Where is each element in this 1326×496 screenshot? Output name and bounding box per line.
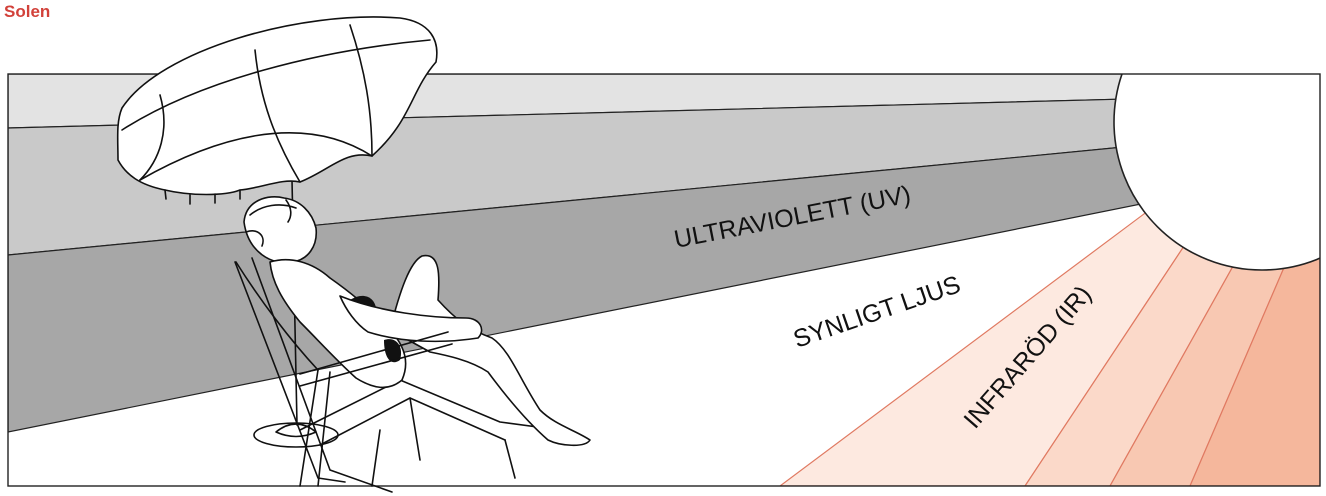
umbrella-canopy (116, 16, 438, 196)
sun-icon (1113, 74, 1320, 271)
sunbather-arm (339, 295, 483, 343)
sunbather-illustration (116, 16, 591, 493)
sunbather-torso (269, 258, 407, 389)
scene-frame (7, 73, 1321, 487)
sunbather-legs (389, 254, 591, 447)
visible-light-label: SYNLIGT LJUS (790, 270, 964, 353)
chair-frame (234, 257, 393, 493)
page-title: Solen (4, 2, 51, 21)
